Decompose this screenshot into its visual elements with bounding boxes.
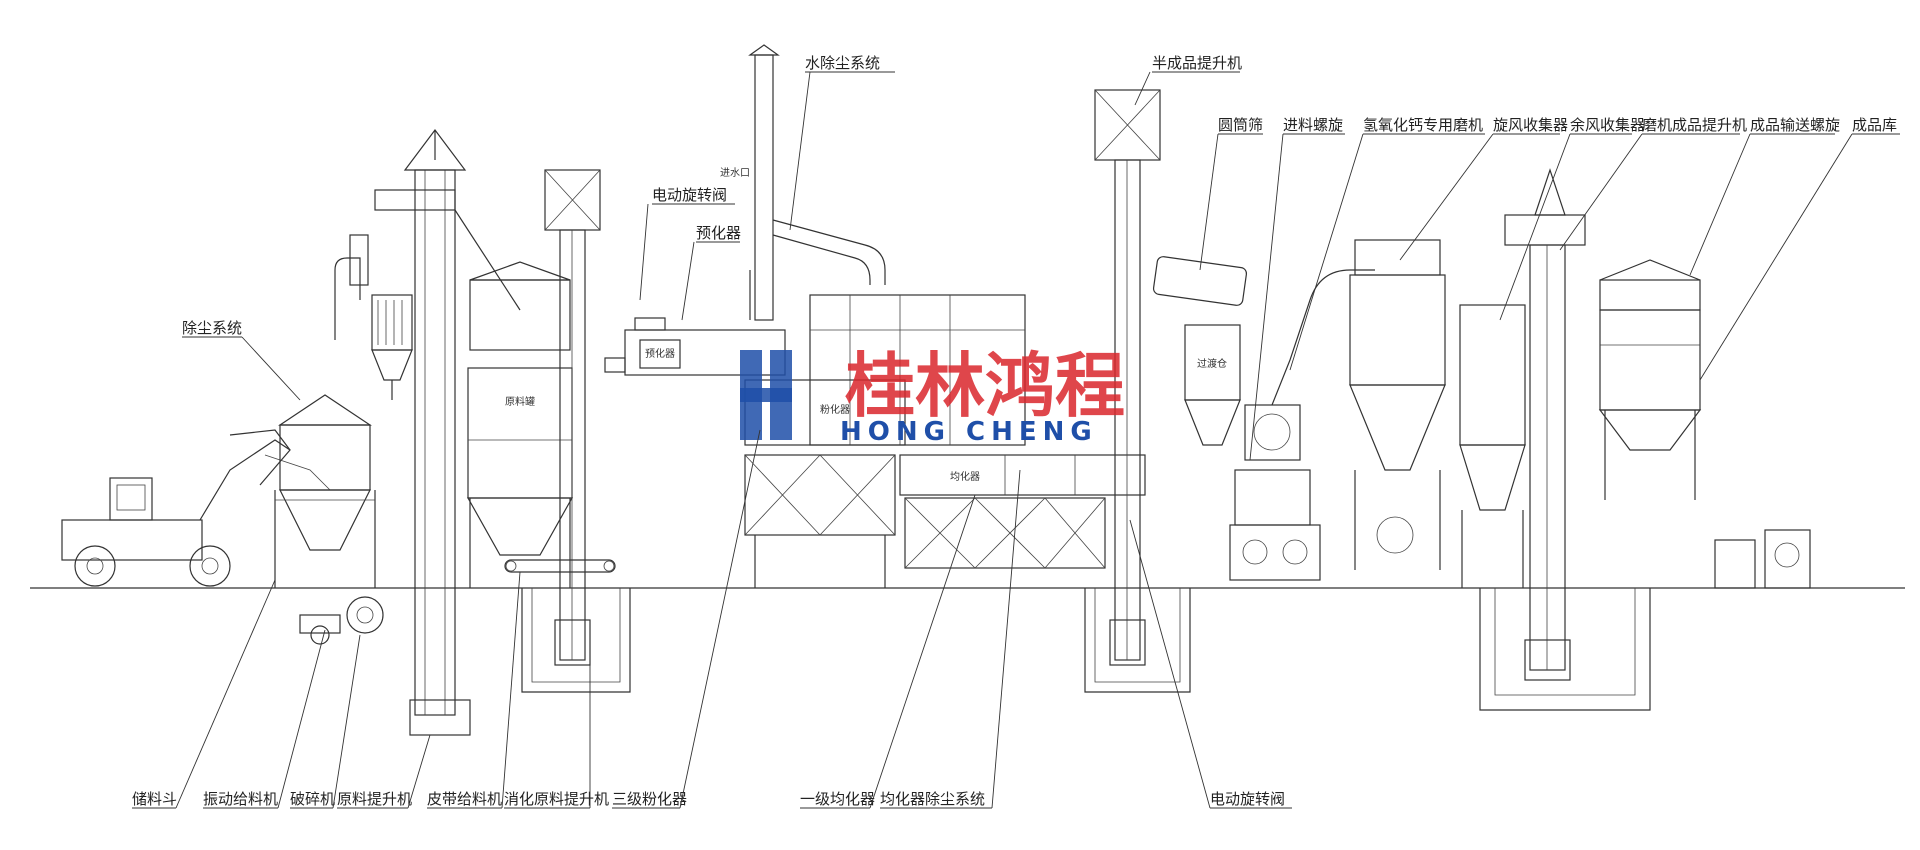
label-drum-screen: 圆筒筛 — [1218, 116, 1263, 134]
label-cyclone: 旋风收集器 — [1493, 116, 1568, 134]
belt-feeder — [504, 559, 616, 573]
label-dust-system: 除尘系统 — [182, 319, 242, 337]
label-mill-elevator: 磨机成品提升机 — [1642, 116, 1747, 134]
label-product-silo: 成品库 — [1852, 116, 1897, 134]
homogenizer-block: 均化器 — [899, 454, 1146, 496]
homogenizer-box-label: 均化器 — [950, 470, 980, 483]
drum-screen — [1152, 256, 1248, 306]
label-feed-screw: 进料螺旋 — [1283, 116, 1343, 134]
label-mill: 氢氧化钙专用磨机 — [1363, 116, 1483, 134]
dust-removal-unit — [334, 234, 413, 400]
mill-product-elevator — [1479, 168, 1651, 711]
wheel-loader — [61, 429, 331, 587]
label-product-screw: 成品输送螺旋 — [1750, 116, 1840, 134]
cyclone-collector — [1349, 239, 1446, 570]
label-prereactor: 预化器 — [696, 224, 741, 242]
raw-material-elevator — [374, 129, 521, 736]
product-silo — [1598, 259, 1702, 500]
buffer-bin: 过渡仓 — [1184, 324, 1241, 446]
calcium-hydroxide-mill — [1229, 269, 1375, 581]
label-third-digester: 三级粉化器 — [612, 790, 687, 808]
label-vib-feeder: 振动给料机 — [203, 790, 278, 808]
semi-finished-elevator — [1084, 89, 1191, 693]
label-hopper: 储料斗 — [132, 790, 177, 808]
watermark-cn: 桂林鸿程 — [845, 345, 1125, 427]
label-homogenizer-dust: 均化器除尘系统 — [880, 790, 985, 808]
raw-tank-label: 原料罐 — [505, 395, 535, 408]
buffer-bin-label: 过渡仓 — [1197, 357, 1227, 370]
label-valve-bottom: 电动旋转阀 — [1210, 790, 1285, 808]
support-frame-left — [744, 454, 896, 588]
prereactor-box-label: 预化器 — [645, 347, 675, 360]
label-first-homogenizer: 一级均化器 — [800, 790, 875, 808]
label-water-dust: 水除尘系统 — [805, 54, 880, 72]
raw-material-tank — [466, 261, 574, 588]
water-dust-removal — [748, 44, 886, 321]
support-frame-right — [904, 497, 1106, 569]
label-inlet: 进水口 — [720, 167, 750, 179]
label-belt-feeder: 皮带给料机 — [427, 790, 502, 808]
label-residual: 余风收集器 — [1570, 116, 1645, 134]
bottom-labels: 储料斗 振动给料机 破碎机 原料提升机 皮带给料机 消化原料提升机 三级粉化器 … — [132, 429, 1292, 809]
brand-watermark: 桂林鸿程 HONG CHENG — [740, 345, 1125, 447]
packing-machine — [1714, 529, 1811, 589]
label-semi-elevator: 半成品提升机 — [1152, 54, 1242, 72]
top-labels: 水除尘系统 半成品提升机 电动旋转阀 预化器 进水口 除尘系统 圆筒筛 进料螺旋… — [182, 54, 1900, 461]
label-valve-top: 电动旋转阀 — [652, 186, 727, 204]
residual-wind-collector — [1459, 304, 1526, 588]
watermark-logo-bar — [740, 388, 792, 402]
digester-box-label: 粉化器 — [820, 403, 850, 416]
digester-block: 粉化器 — [744, 294, 1026, 446]
slaking-elevator — [521, 169, 631, 693]
watermark-en: HONG CHENG — [840, 417, 1098, 447]
storage-hopper — [274, 394, 376, 588]
label-crusher: 破碎机 — [290, 790, 335, 808]
label-slaking-elevator: 消化原料提升机 — [504, 790, 609, 808]
crusher — [299, 596, 384, 645]
label-raw-elevator: 原料提升机 — [337, 790, 412, 808]
